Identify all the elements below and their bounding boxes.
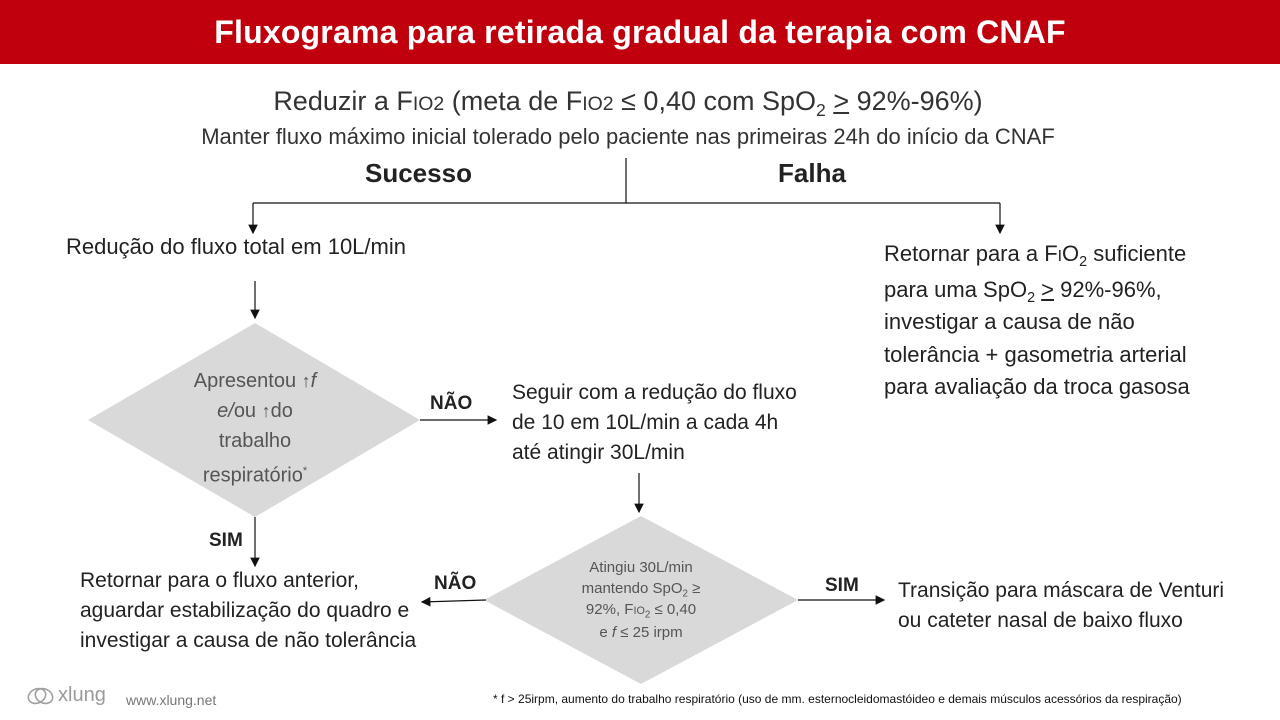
label-sim-2: SIM: [825, 575, 859, 596]
label-sim-1: SIM: [209, 530, 243, 551]
header-line2: Manter fluxo máximo inicial tolerado pel…: [201, 124, 1055, 149]
xlung-logo-icon: [27, 687, 54, 704]
decision-diamond-1: [88, 323, 420, 517]
failure-text: Retornar para a FIO2 suficiente para uma…: [884, 241, 1190, 399]
decision-1-text: Apresentou ↑f e/ou ↑do trabalho respirat…: [193, 370, 317, 487]
label-nao-1: NÃO: [430, 393, 473, 414]
title-bar: Fluxograma para retirada gradual da tera…: [0, 0, 1280, 64]
middle-step-text: Seguir com a redução do fluxo de 10 em 1…: [512, 381, 797, 464]
footnote: * f > 25irpm, aumento do trabalho respir…: [493, 692, 1182, 706]
header-line1: Reduzir a FIO2 (meta de FIO2 ≤ 0,40 com …: [273, 86, 983, 121]
decision-diamond-2: [484, 516, 798, 684]
success-step-text: Redução do fluxo total em 10L/min: [66, 234, 406, 259]
brand-logo: xlung: [26, 684, 106, 707]
branch-failure: Falha: [778, 158, 846, 188]
label-nao-2: NÃO: [434, 573, 477, 594]
bottom-right-text: Transição para máscara de Venturi ou cat…: [898, 579, 1225, 632]
branch-success: Sucesso: [365, 158, 472, 188]
arrow-up-icon: ↑: [301, 371, 311, 391]
arrow-nao-2: [420, 596, 487, 607]
arrow-up-icon: ↑: [261, 401, 271, 421]
page-title: Fluxograma para retirada gradual da tera…: [214, 13, 1066, 50]
bottom-left-text: Retornar para o fluxo anterior, aguardar…: [80, 569, 417, 652]
footer-url[interactable]: www.xlung.net: [126, 692, 217, 708]
decision-2-text: Atingiu 30L/min mantendo SpO2 ≥ 92%, FIO…: [581, 559, 701, 641]
